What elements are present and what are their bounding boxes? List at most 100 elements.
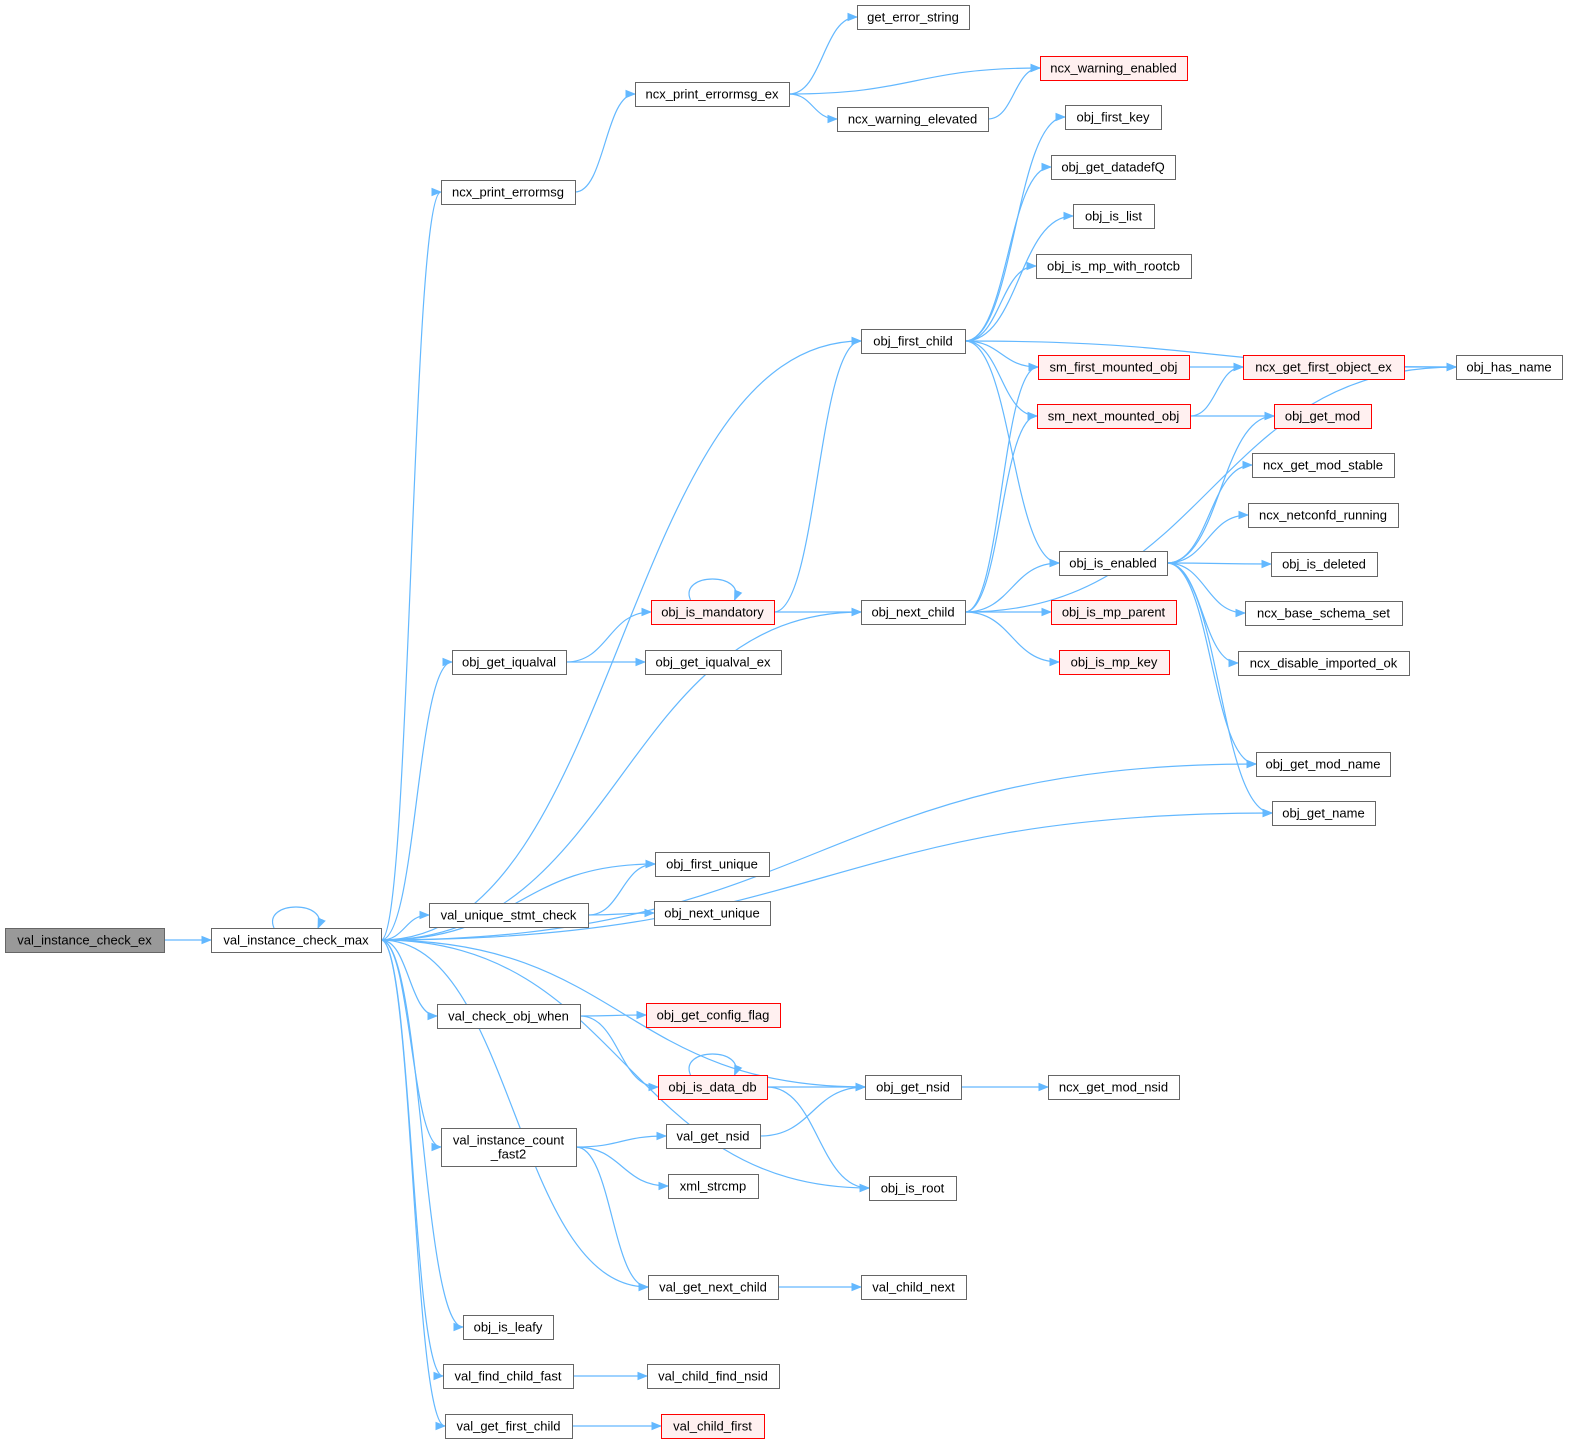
node-obj_first_key[interactable]: obj_first_key	[1065, 105, 1162, 130]
node-box	[1256, 752, 1391, 777]
node-sm_first_mounted_obj[interactable]: sm_first_mounted_obj	[1038, 355, 1190, 380]
node-val_unique_stmt_check[interactable]: val_unique_stmt_check	[429, 903, 589, 928]
node-box	[865, 1075, 962, 1100]
node-label: ncx_warning_elevated	[848, 112, 977, 127]
node-box	[441, 180, 576, 205]
node-obj_get_mod[interactable]: obj_get_mod	[1274, 404, 1372, 429]
node-ncx_get_mod_stable[interactable]: ncx_get_mod_stable	[1252, 453, 1395, 478]
edge-val_instance_count_fast2-to-xml_strcmp	[575, 1146, 670, 1191]
edge-obj_next_child-to-obj_is_mp_key	[964, 611, 1061, 667]
edge-val_unique_stmt_check-to-obj_first_unique	[587, 859, 657, 916]
node-label-line: ncx_get_mod_stable	[1263, 458, 1383, 473]
node-val_find_child_fast[interactable]: val_find_child_fast	[443, 1364, 574, 1389]
edge-obj_first_child-to-obj_is_list	[964, 211, 1075, 342]
node-obj_first_child[interactable]: obj_first_child	[861, 329, 966, 354]
node-obj_is_enabled[interactable]: obj_is_enabled	[1059, 551, 1168, 576]
node-ncx_disable_imported_ok[interactable]: ncx_disable_imported_ok	[1238, 651, 1410, 676]
node-box	[651, 600, 775, 625]
node-obj_get_name[interactable]: obj_get_name	[1272, 801, 1376, 826]
node-label: obj_is_root	[881, 1181, 945, 1196]
node-obj_is_leafy[interactable]: obj_is_leafy	[463, 1315, 554, 1340]
edge-obj_is_enabled-to-obj_is_deleted	[1166, 559, 1273, 569]
node-label: val_instance_count_fast2	[453, 1133, 565, 1162]
node-box	[666, 1124, 761, 1149]
node-obj_get_datadefQ[interactable]: obj_get_datadefQ	[1051, 155, 1176, 180]
node-label: obj_get_mod_name	[1266, 757, 1381, 772]
node-obj_get_iqualval[interactable]: obj_get_iqualval	[452, 650, 567, 675]
edge-sm_next_mounted_obj-to-ncx_get_first_object_ex	[1189, 362, 1245, 417]
node-box	[861, 1275, 967, 1300]
node-label: val_child_first	[673, 1419, 752, 1434]
node-val_child_find_nsid[interactable]: val_child_find_nsid	[647, 1364, 780, 1389]
node-xml_strcmp[interactable]: xml_strcmp	[668, 1174, 759, 1199]
node-obj_get_iqualval_ex[interactable]: obj_get_iqualval_ex	[645, 650, 782, 675]
node-obj_get_nsid[interactable]: obj_get_nsid	[865, 1075, 962, 1100]
node-label: sm_first_mounted_obj	[1050, 360, 1178, 375]
node-obj_is_mandatory[interactable]: obj_is_mandatory	[651, 600, 775, 625]
node-val_get_first_child[interactable]: val_get_first_child	[445, 1414, 573, 1439]
node-box	[1037, 404, 1191, 429]
node-label-line: _fast2	[490, 1147, 526, 1162]
node-obj_first_unique[interactable]: obj_first_unique	[655, 852, 770, 877]
node-obj_is_mp_with_rootcb[interactable]: obj_is_mp_with_rootcb	[1036, 254, 1192, 279]
node-ncx_get_first_object_ex[interactable]: ncx_get_first_object_ex	[1243, 355, 1405, 380]
node-label: obj_has_name	[1466, 360, 1551, 375]
edge-val_instance_check_max-to-val_get_first_child	[380, 939, 447, 1431]
node-box	[658, 1075, 768, 1100]
edge-obj_is_mandatory-to-obj_is_mandatory	[688, 578, 743, 601]
node-ncx_print_errormsg_ex[interactable]: ncx_print_errormsg_ex	[635, 82, 790, 107]
node-obj_get_mod_name[interactable]: obj_get_mod_name	[1256, 752, 1391, 777]
node-label-line: obj_next_unique	[664, 906, 759, 921]
node-val_get_nsid[interactable]: val_get_nsid	[666, 1124, 761, 1149]
node-val_get_next_child[interactable]: val_get_next_child	[648, 1275, 779, 1300]
node-box	[861, 329, 966, 354]
node-ncx_netconfd_running[interactable]: ncx_netconfd_running	[1248, 503, 1399, 528]
node-obj_has_name[interactable]: obj_has_name	[1456, 355, 1563, 380]
node-ncx_base_schema_set[interactable]: ncx_base_schema_set	[1245, 601, 1403, 626]
node-label-line: obj_get_config_flag	[657, 1008, 770, 1023]
node-box	[452, 650, 567, 675]
node-label: obj_is_mandatory	[661, 605, 764, 620]
node-obj_is_mp_key[interactable]: obj_is_mp_key	[1059, 650, 1170, 675]
edge-obj_first_child-to-sm_next_mounted_obj	[964, 340, 1039, 421]
node-ncx_get_mod_nsid[interactable]: ncx_get_mod_nsid	[1048, 1075, 1180, 1100]
node-obj_is_root[interactable]: obj_is_root	[869, 1176, 957, 1201]
node-label-line: obj_is_mp_with_rootcb	[1047, 259, 1180, 274]
node-obj_is_deleted[interactable]: obj_is_deleted	[1271, 552, 1378, 577]
node-obj_is_mp_parent[interactable]: obj_is_mp_parent	[1051, 600, 1177, 625]
edge-obj_next_child-to-sm_first_mounted_obj	[964, 362, 1040, 613]
node-ncx_warning_elevated[interactable]: ncx_warning_elevated	[837, 107, 989, 132]
node-sm_next_mounted_obj[interactable]: sm_next_mounted_obj	[1037, 404, 1191, 429]
node-label: obj_first_child	[873, 334, 953, 349]
node-box	[869, 1176, 957, 1201]
node-box	[463, 1315, 554, 1340]
node-box	[1238, 651, 1410, 676]
node-obj_next_child[interactable]: obj_next_child	[861, 600, 966, 625]
node-box	[1248, 503, 1399, 528]
node-ncx_warning_enabled[interactable]: ncx_warning_enabled	[1040, 56, 1188, 81]
edge-obj_is_enabled-to-ncx_base_schema_set	[1166, 562, 1247, 618]
edge-val_instance_check_max-to-obj_get_name	[380, 808, 1274, 941]
node-obj_is_data_db[interactable]: obj_is_data_db	[658, 1075, 768, 1100]
node-label-line: obj_is_enabled	[1069, 556, 1156, 571]
node-ncx_print_errormsg[interactable]: ncx_print_errormsg	[441, 180, 576, 205]
node-box	[645, 650, 782, 675]
node-val_instance_check_ex: val_instance_check_ex	[5, 928, 165, 953]
node-val_check_obj_when[interactable]: val_check_obj_when	[437, 1004, 581, 1029]
node-label-line: val_unique_stmt_check	[441, 908, 577, 923]
node-obj_next_unique[interactable]: obj_next_unique	[654, 901, 771, 926]
node-obj_is_list[interactable]: obj_is_list	[1073, 204, 1155, 229]
node-get_error_string[interactable]: get_error_string	[857, 5, 970, 30]
node-box	[1065, 105, 1162, 130]
node-label: ncx_disable_imported_ok	[1250, 656, 1398, 671]
node-label-line: ncx_warning_elevated	[848, 112, 977, 127]
node-val_child_next[interactable]: val_child_next	[861, 1275, 967, 1300]
edge-obj_next_child-to-obj_has_name	[964, 362, 1458, 613]
node-label: val_find_child_fast	[455, 1369, 562, 1384]
node-val_instance_count_fast2[interactable]: val_instance_count_fast2	[441, 1128, 577, 1167]
edge-val_instance_check_max-to-obj_first_unique	[380, 859, 657, 941]
node-label: ncx_netconfd_running	[1259, 508, 1387, 523]
node-obj_get_config_flag[interactable]: obj_get_config_flag	[646, 1003, 781, 1028]
node-val_child_first[interactable]: val_child_first	[661, 1414, 765, 1439]
node-val_instance_check_max[interactable]: val_instance_check_max	[211, 928, 382, 953]
